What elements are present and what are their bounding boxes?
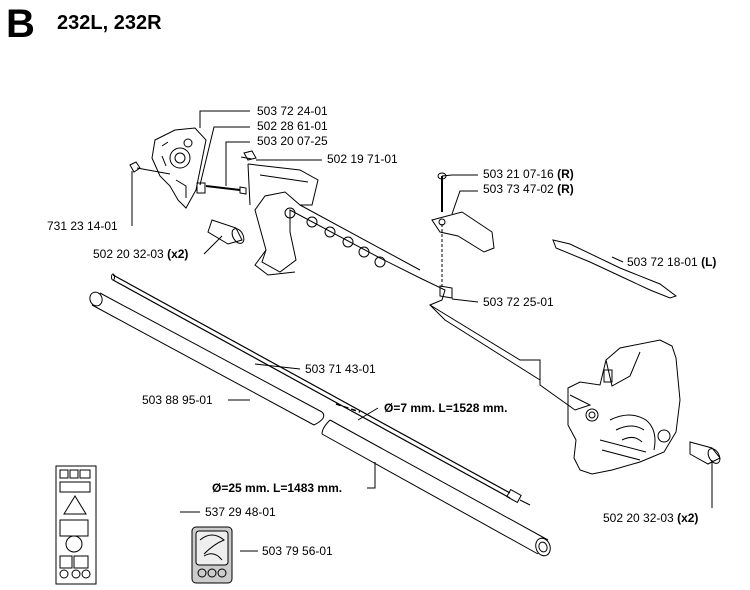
handle-grip-left [207, 219, 245, 245]
drive-shaft [111, 273, 531, 506]
part-number: 503 72 24-01 [257, 104, 328, 118]
part-label-clamp: 503 73 47-02 (R) [483, 183, 574, 195]
handle-bracket [129, 127, 257, 209]
part-number: 503 71 43-01 [305, 362, 376, 376]
section-letter: B [6, 2, 35, 46]
part-number: 503 88 95-01 [142, 393, 213, 407]
part-side: (R) [557, 182, 574, 196]
part-number: 502 19 71-01 [327, 152, 398, 166]
part-number: 503 20 07-25 [257, 134, 328, 148]
part-label-grip-top: 502 20 32-03 (x2) [93, 248, 188, 260]
barrier-bar [552, 239, 678, 299]
part-side: (L) [701, 255, 717, 269]
part-number: 502 20 32-03 [93, 247, 164, 261]
part-label-barrier: 503 72 18-01 (L) [627, 256, 716, 268]
part-number: 503 72 18-01 [627, 255, 698, 269]
leader-lines [131, 110, 713, 552]
upper-housing [247, 163, 592, 411]
shaft-dimension: Ø=7 mm. L=1528 mm. [384, 401, 508, 415]
part-label-bolt: 503 21 07-16 (R) [483, 168, 574, 180]
part-number: 731 23 14-01 [47, 219, 118, 233]
part-number: 537 29 48-01 [205, 505, 276, 519]
clutch-housing [567, 339, 681, 475]
tube-dimension: Ø=25 mm. L=1483 mm. [212, 481, 343, 495]
instruction-decal [191, 526, 233, 584]
warning-decal [55, 465, 97, 585]
part-number: 503 73 47-02 [483, 182, 554, 196]
tube [89, 291, 551, 557]
part-quantity: (x2) [677, 511, 699, 525]
handle-grip-right [689, 441, 721, 465]
part-number: 502 20 32-03 [603, 511, 674, 525]
model-title: 232L, 232R [57, 12, 162, 34]
part-quantity: (x2) [167, 247, 189, 261]
clamp-bolt [431, 172, 495, 253]
part-number: 503 79 56-01 [262, 544, 333, 558]
part-number: 503 21 07-16 [483, 167, 554, 181]
part-number: 502 28 61-01 [257, 119, 328, 133]
part-number: 503 72 25-01 [483, 295, 554, 309]
part-side: (R) [557, 167, 574, 181]
part-label-grip-bottom: 502 20 32-03 (x2) [603, 512, 698, 524]
